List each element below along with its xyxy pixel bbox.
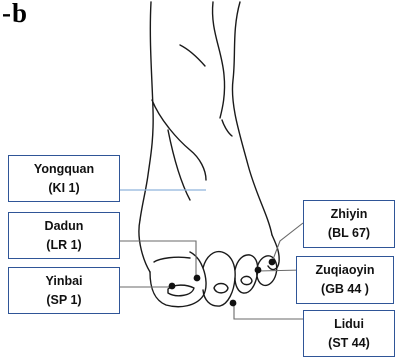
- point-code: (GB 44 ): [321, 280, 369, 299]
- leg-inner-line: [213, 2, 225, 118]
- leader-lidui: [234, 303, 303, 319]
- big-toe-crease: [154, 257, 190, 262]
- point-name: Lidui: [334, 315, 364, 334]
- ankle-crease: [180, 45, 205, 66]
- point-code: (ST 44): [328, 334, 370, 353]
- point-code: (LR 1): [46, 236, 81, 255]
- label-box-zuqiaoyin: Zuqiaoyin (GB 44 ): [296, 256, 394, 304]
- acupoint-dot-zuqiaoyin: [255, 267, 262, 274]
- second-toe-nail: [214, 284, 228, 293]
- point-code: (KI 1): [48, 179, 79, 198]
- acupoint-dot-zhiyin: [269, 259, 276, 266]
- label-box-yinbai: Yinbai (SP 1): [8, 267, 120, 314]
- point-code: (BL 67): [328, 224, 370, 243]
- acupoint-dot-dadun: [194, 275, 201, 282]
- label-box-yongquan: Yongquan (KI 1): [8, 155, 120, 202]
- leg-outline-left: [140, 2, 153, 220]
- instep-line: [152, 100, 206, 180]
- point-name: Yinbai: [45, 272, 82, 291]
- ankle-bone-line: [222, 120, 232, 136]
- acupoint-dot-lidui: [230, 300, 237, 307]
- label-box-lidui: Lidui (ST 44): [303, 310, 395, 357]
- point-name: Zhiyin: [331, 205, 368, 224]
- point-name: Yongquan: [34, 160, 94, 179]
- third-toe: [235, 255, 258, 293]
- third-toe-nail: [241, 276, 252, 284]
- panel-label: -b: [2, 0, 28, 29]
- point-code: (SP 1): [46, 291, 81, 310]
- leg-outline-right: [232, 2, 272, 235]
- second-toe: [203, 252, 235, 306]
- leader-dadun: [120, 241, 196, 277]
- foot-medial-edge: [139, 220, 150, 272]
- label-box-dadun: Dadun (LR 1): [8, 212, 120, 259]
- acupoint-dot-yinbai: [169, 283, 176, 290]
- point-name: Dadun: [45, 217, 84, 236]
- point-name: Zuqiaoyin: [315, 261, 374, 280]
- label-box-zhiyin: Zhiyin (BL 67): [303, 200, 395, 248]
